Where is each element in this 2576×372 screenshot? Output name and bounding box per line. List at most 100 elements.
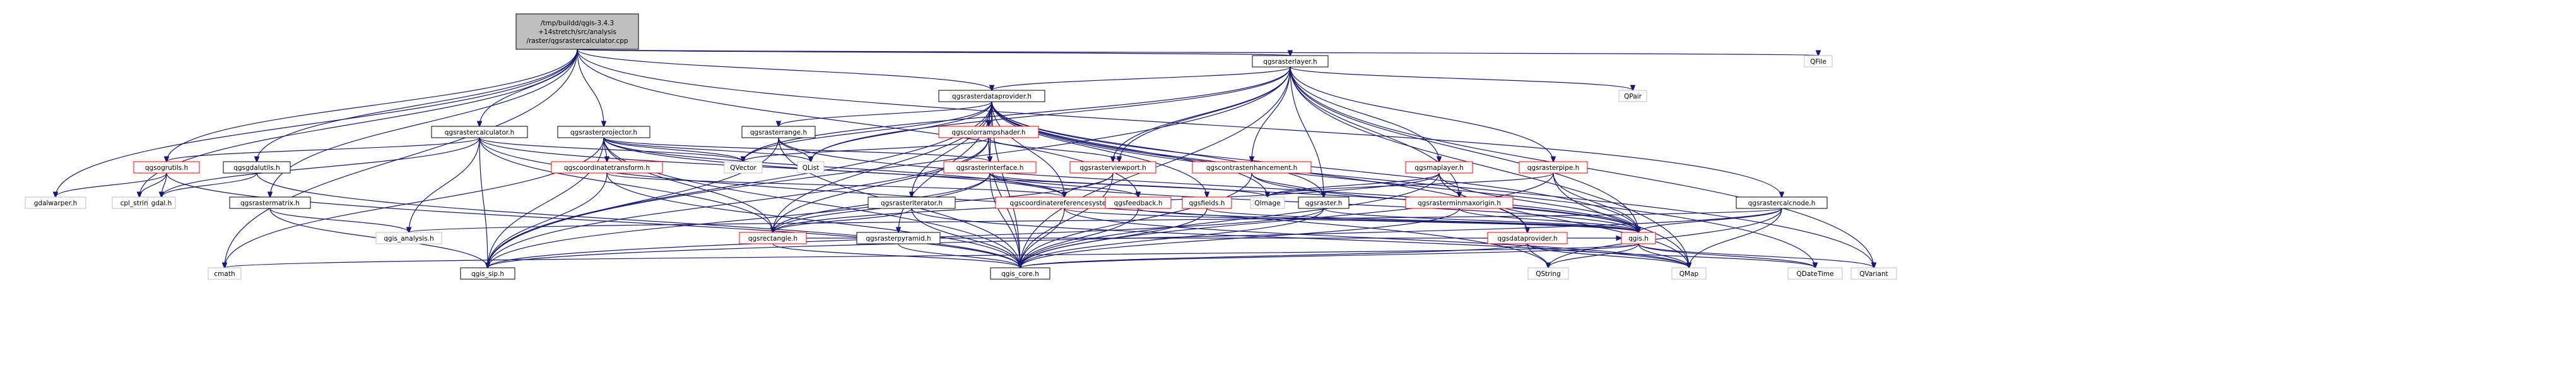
node-box-cmath — [208, 267, 242, 280]
node-box-qgsfeedback — [1105, 196, 1172, 209]
node-label-qgis: qgis.h — [1628, 235, 1649, 243]
node-qstring[interactable]: QString — [1527, 267, 1569, 280]
node-label-qvector: QVector — [730, 164, 756, 172]
node-qgscolorrampshader[interactable]: qgscolorrampshader.h — [938, 126, 1039, 138]
node-root[interactable]: /tmp/buildd/qgis-3.4.3+14stretch/src/ana… — [515, 13, 639, 50]
node-qdatetime[interactable]: QDateTime — [1787, 267, 1843, 280]
edge-qgsrasterinterface-to-qgis_core — [989, 172, 1020, 268]
node-box-qgis — [1621, 232, 1656, 244]
edge-qgscolorrampshader-to-qcolor — [988, 137, 1119, 162]
node-label-qgsdataprovider: qgsdataprovider.h — [1497, 235, 1557, 243]
edge-qgis-to-qdatetime — [1638, 243, 1815, 268]
node-box-qgis_core — [990, 267, 1050, 280]
node-qgsgdalutils[interactable]: qgsgdalutils.h — [223, 161, 291, 174]
node-box-qgscoordinatetransform — [551, 161, 663, 174]
edge-qgscoordinatetransform-to-qgscoordinatereferencesystem — [606, 172, 1064, 197]
edge-qgsdataprovider-to-qdatetime — [1527, 243, 1815, 268]
edge-qgsrastercalculator-to-qgis_analysis — [409, 137, 480, 232]
edge-qgsrasterpipe-to-qgis — [1553, 172, 1638, 232]
node-qgsraster[interactable]: qgsraster.h — [1298, 196, 1350, 209]
node-qgsrasterinterface[interactable]: qgsrasterinterface.h — [943, 161, 1037, 174]
node-qgsmaplayer[interactable]: qgsmaplayer.h — [1405, 161, 1473, 174]
node-qgsrasterrange[interactable]: qgsrasterrange.h — [741, 126, 816, 138]
node-box-qgis_sip — [460, 267, 515, 280]
node-gdal[interactable]: gdal.h — [147, 196, 176, 209]
node-qgscoordinatereferencesystem[interactable]: qgscoordinatereferencesystem.h — [995, 196, 1134, 209]
node-qmap[interactable]: QMap — [1671, 267, 1707, 280]
node-box-qgis_analysis — [375, 232, 442, 244]
edge-qgsrasterlayer-to-qgsrasterdataprovider — [992, 66, 1291, 90]
edge-root-to-qgsgdalutils — [257, 49, 578, 162]
edge-qgsrasterlayer-to-qvector — [743, 66, 1291, 162]
node-qgsrectangle[interactable]: qgsrectangle.h — [739, 232, 807, 244]
node-qgsrasterviewport[interactable]: qgsrasterviewport.h — [1069, 161, 1156, 174]
node-qgscontrastenhancement[interactable]: qgscontrastenhancement.h — [1192, 161, 1312, 174]
node-gdalwarper[interactable]: gdalwarper.h — [25, 196, 86, 209]
edge-qgscolorrampshader-to-qgsrectangle — [773, 137, 989, 232]
node-box-qgsrasterpipe — [1519, 161, 1588, 174]
edge-root-to-qfile — [577, 49, 1818, 56]
node-qimage[interactable]: QImage — [1250, 196, 1285, 209]
node-qfile[interactable]: QFile — [1804, 55, 1833, 68]
edge-qgsrastercalculator-to-gdal — [162, 137, 480, 197]
node-qgsrasteriterator[interactable]: qgsrasteriterator.h — [867, 196, 956, 209]
edge-qgis-to-qvariant — [1638, 243, 1874, 268]
node-box-qgsrasterinterface — [943, 161, 1037, 174]
node-box-gdalwarper — [25, 196, 86, 209]
edge-root-to-qgsrasterdataprovider — [577, 49, 992, 90]
node-qvariant[interactable]: QVariant — [1850, 267, 1897, 280]
node-qgscoordinatetransform[interactable]: qgscoordinatetransform.h — [551, 161, 663, 174]
edge-qgsrasterdataprovider-to-qgscoordinatereferencesystem — [991, 101, 1064, 197]
node-qgsdataprovider[interactable]: qgsdataprovider.h — [1487, 232, 1568, 244]
edge-qgis-to-qmap — [1638, 243, 1689, 268]
edge-qgsdataprovider-to-qgis_core — [1020, 243, 1528, 268]
edge-qgsrastercalcnode-to-qgis — [1638, 208, 1782, 232]
node-qgsrasterpipe[interactable]: qgsrasterpipe.h — [1519, 161, 1588, 174]
edge-qgsrasterlayer-to-qgsmaplayer — [1290, 66, 1439, 162]
edge-qgsrasterlayer-to-qgis_sip — [488, 66, 1291, 268]
node-label-qdatetime: QDateTime — [1796, 270, 1833, 278]
node-qgsrasterdataprovider[interactable]: qgsrasterdataprovider.h — [938, 90, 1045, 102]
node-qpair[interactable]: QPair — [1618, 90, 1647, 102]
node-label-gdalwarper: gdalwarper.h — [34, 200, 78, 207]
node-qgsfields[interactable]: qgsfields.h — [1182, 196, 1232, 209]
edge-qgsrasterdataprovider-to-qgsrasteriterator — [912, 101, 992, 197]
edge-qgis-to-qstring — [1548, 243, 1639, 268]
node-box-qdatetime — [1787, 267, 1843, 280]
edge-qgscoordinatetransform-to-qgis_sip — [488, 172, 608, 268]
edge-qgsgdalutils-to-gdal — [162, 172, 257, 197]
node-label-qmap: QMap — [1679, 270, 1699, 278]
node-label-qvariant: QVariant — [1859, 270, 1888, 278]
node-label-qimage: QImage — [1254, 200, 1280, 207]
node-label-qlist: QList — [803, 164, 820, 172]
node-qvector[interactable]: QVector — [724, 161, 763, 174]
edge-qgsmaplayer-to-qgis_core — [1020, 172, 1440, 268]
node-qlist[interactable]: QList — [797, 161, 825, 174]
node-qgsrasterminmaxorigin[interactable]: qgsrasterminmaxorigin.h — [1405, 196, 1514, 209]
node-qgsfeedback[interactable]: qgsfeedback.h — [1105, 196, 1172, 209]
edge-qgsrastercalculator-to-qgsogrutils — [167, 137, 480, 162]
node-qgsrastercalculator[interactable]: qgsrastercalculator.h — [431, 126, 528, 138]
node-qgsrastercalcnode[interactable]: qgsrastercalcnode.h — [1736, 196, 1828, 209]
node-qgsrasterlayer[interactable]: qgsrasterlayer.h — [1252, 55, 1329, 68]
node-qgis_analysis[interactable]: qgis_analysis.h — [375, 232, 442, 244]
edge-qgsrastercalculator-to-qgsrectangle — [479, 137, 773, 232]
edge-qgis-to-qgis_core — [1020, 243, 1639, 268]
edge-qgsrasterdataprovider-to-qgsrasterrange — [779, 101, 992, 126]
edge-qgsrasterviewport-to-qgscoordinatereferencesystem — [1064, 172, 1114, 197]
edge-qgsrasterlayer-to-qgsrasterminmaxorigin — [1290, 66, 1459, 197]
node-qgsogrutils[interactable]: qgsogrutils.h — [133, 161, 200, 174]
node-label-qgsfeedback: qgsfeedback.h — [1114, 200, 1162, 207]
node-label-qgsrasterprojector: qgsrasterprojector.h — [570, 129, 637, 136]
node-box-qgsrasterrange — [741, 126, 816, 138]
node-cmath[interactable]: cmath — [208, 267, 242, 280]
node-qgsrastermatrix[interactable]: qgsrastermatrix.h — [229, 196, 311, 209]
edge-qgsrasterlayer-to-qgscontrastenhancement — [1252, 66, 1291, 162]
node-qgis[interactable]: qgis.h — [1621, 232, 1656, 244]
node-qgis_core[interactable]: qgis_core.h — [990, 267, 1050, 280]
node-box-gdal — [147, 196, 176, 209]
node-qgsrasterprojector[interactable]: qgsrasterprojector.h — [557, 126, 650, 138]
node-label-qgsgdalutils: qgsgdalutils.h — [233, 164, 280, 172]
node-qgis_sip[interactable]: qgis_sip.h — [460, 267, 515, 280]
node-qgsrasterpyramid[interactable]: qgsrasterpyramid.h — [856, 232, 941, 244]
